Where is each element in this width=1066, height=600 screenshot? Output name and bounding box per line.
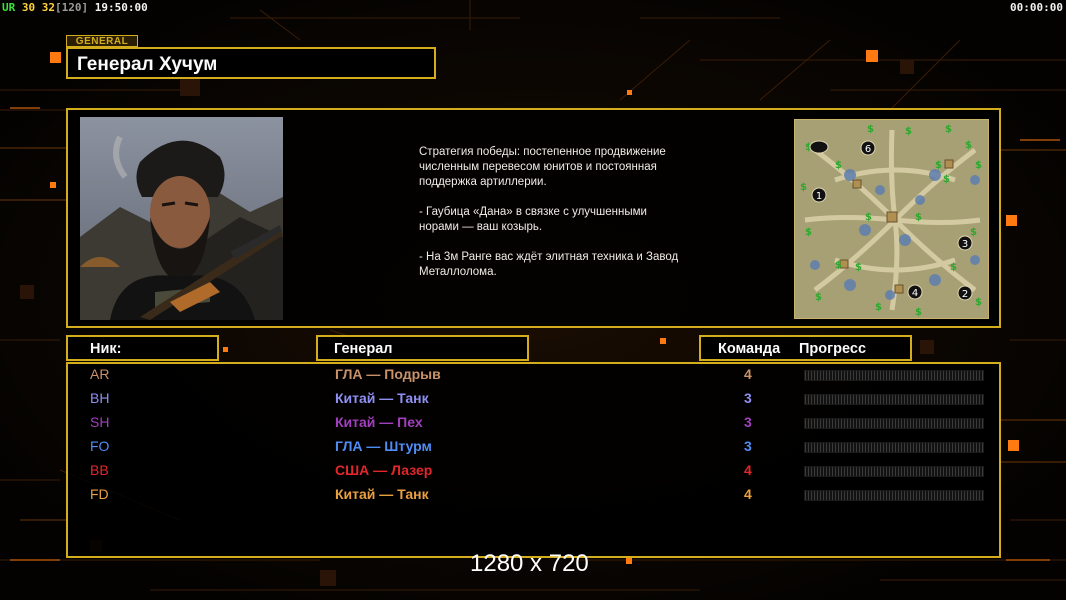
player-progress-bar (804, 418, 984, 429)
portrait-image (80, 117, 283, 320)
svg-text:$: $ (965, 140, 972, 151)
player-nick: FD (90, 486, 109, 502)
map-start-4: 4 (912, 288, 918, 299)
header-general: Генерал (316, 335, 529, 361)
header-team-label: Команда (718, 341, 781, 357)
hud-bracket-value: [120] (55, 1, 89, 14)
svg-text:$: $ (950, 262, 957, 273)
map-start-3: 3 (962, 239, 968, 250)
svg-text:$: $ (915, 307, 922, 318)
player-nick: AR (90, 366, 110, 382)
header-nick: Ник: (66, 335, 219, 361)
svg-text:$: $ (800, 182, 807, 193)
player-general: ГЛА — Подрыв (335, 366, 441, 382)
player-general: Китай — Танк (335, 390, 429, 406)
player-row[interactable]: SH Китай — Пех 3 (68, 412, 1003, 436)
svg-text:$: $ (815, 292, 822, 303)
hud-status: UR 30 32[120] 19:50:00 (2, 1, 148, 14)
player-row[interactable]: BB США — Лазер 4 (68, 460, 1003, 484)
svg-text:$: $ (975, 160, 982, 171)
player-general: Китай — Танк (335, 486, 429, 502)
svg-text:$: $ (970, 227, 977, 238)
hud-value-2: 32 (41, 1, 55, 14)
player-row[interactable]: BH Китай — Танк 3 (68, 388, 1003, 412)
header-progress-label: Прогресс (799, 341, 867, 357)
map-start-1: 1 (816, 191, 822, 202)
player-progress-bar (804, 442, 984, 453)
svg-text:$: $ (943, 174, 950, 185)
player-row[interactable]: AR ГЛА — Подрыв 4 (68, 364, 1003, 388)
header-general-label: Генерал (334, 341, 393, 357)
map-image: $$$ $$$ $$$ $$$ $$$ $$$ $$$ 6 1 3 4 2 (795, 120, 988, 318)
svg-text:$: $ (875, 302, 882, 313)
svg-text:$: $ (915, 212, 922, 223)
svg-text:$: $ (935, 160, 942, 171)
player-nick: SH (90, 414, 110, 430)
resolution-label: 1280 x 720 (470, 550, 589, 577)
svg-text:$: $ (865, 212, 872, 223)
player-team: 4 (744, 366, 752, 382)
player-progress-bar (804, 490, 984, 501)
svg-text:$: $ (975, 297, 982, 308)
hud-game-timer: 00:00:00 (1010, 1, 1063, 14)
hud-clock: 19:50:00 (94, 1, 148, 14)
player-general: Китай — Пех (335, 414, 423, 430)
header-nick-label: Ник: (90, 341, 122, 357)
header-team-progress: Команда Прогресс (699, 335, 912, 361)
svg-text:$: $ (805, 227, 812, 238)
strategy-tip-1: - Гаубица «Дана» в связке с улучшенными … (419, 206, 647, 233)
player-row[interactable]: FD Китай — Танк 4 (68, 484, 1003, 508)
general-tag: GENERAL (66, 35, 138, 47)
hud-code: UR (2, 1, 16, 14)
player-team: 3 (744, 414, 752, 430)
map-start-2: 2 (962, 289, 968, 300)
player-team: 3 (744, 390, 752, 406)
svg-text:$: $ (805, 142, 812, 153)
strategy-paragraph: Стратегия победы: постепенное продвижени… (419, 146, 666, 188)
player-progress-bar (804, 466, 984, 477)
player-team: 4 (744, 486, 752, 502)
player-general: США — Лазер (335, 462, 433, 478)
map-preview: $$$ $$$ $$$ $$$ $$$ $$$ $$$ 6 1 3 4 2 (794, 119, 989, 319)
player-row[interactable]: FO ГЛА — Штурм 3 (68, 436, 1003, 460)
hud-value-1: 30 (21, 1, 36, 14)
strategy-tip-2: - На 3м Ранге вас ждёт элитная техника и… (419, 251, 679, 278)
strategy-description: Стратегия победы: постепенное продвижени… (419, 145, 689, 295)
svg-text:$: $ (905, 126, 912, 137)
player-nick: BB (90, 462, 109, 478)
player-general: ГЛА — Штурм (335, 438, 432, 454)
svg-text:$: $ (835, 160, 842, 171)
player-progress-bar (804, 394, 984, 405)
player-nick: BH (90, 390, 110, 406)
svg-text:$: $ (867, 124, 874, 135)
map-start-6: 6 (865, 144, 871, 155)
player-team: 4 (744, 462, 752, 478)
player-team: 3 (744, 438, 752, 454)
svg-text:$: $ (835, 260, 842, 271)
general-portrait (80, 117, 283, 320)
player-progress-bar (804, 370, 984, 381)
player-nick: FO (90, 438, 110, 454)
general-name: Генерал Хучум (77, 54, 218, 75)
general-title-box: Генерал Хучум (66, 47, 436, 79)
svg-text:$: $ (855, 262, 862, 273)
svg-text:$: $ (945, 124, 952, 135)
